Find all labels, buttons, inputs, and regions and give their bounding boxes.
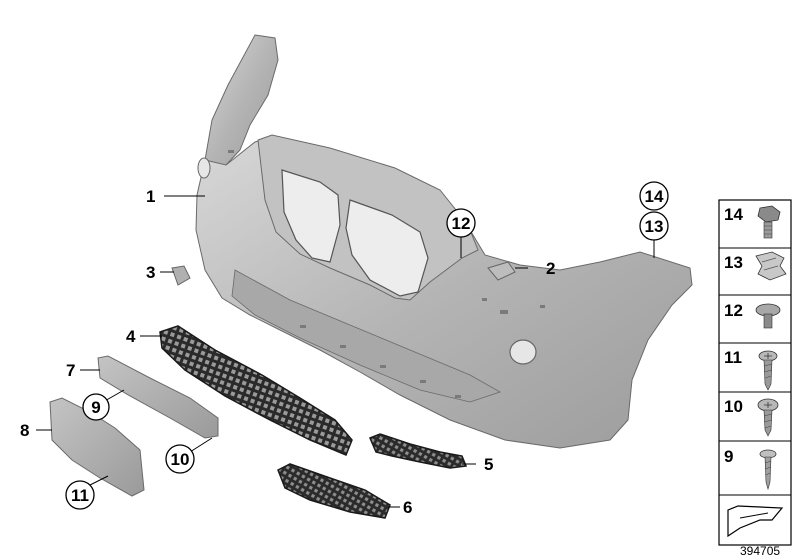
callout-4: 4 [126,327,136,346]
callout-7: 7 [66,361,75,380]
lower-center-grille [159,325,353,456]
lower-side-grille [277,463,391,519]
fastener-row-10: 10 [724,397,779,437]
callout-1: 1 [146,187,155,206]
svg-text:7: 7 [66,361,75,380]
svg-text:12: 12 [452,214,471,233]
svg-text:12: 12 [724,301,743,320]
callout-9: 9 [82,393,110,421]
svg-text:1: 1 [146,187,155,206]
fastener-row-14: 14 [724,205,781,239]
svg-text:11: 11 [71,486,89,505]
flat-arrow-icon [727,505,784,538]
torx-screw-icon [758,350,778,391]
self-tapping-screw-icon [759,449,777,491]
front-bumper-cover [195,34,693,449]
clip-nut-icon [755,251,787,281]
torx-screw-icon [757,398,779,437]
callout-3: 3 [146,263,155,282]
svg-text:4: 4 [126,327,136,346]
callout-8: 8 [20,421,29,440]
fastener-row-11: 11 [724,348,778,391]
svg-text:10: 10 [724,397,743,416]
callout-6: 6 [403,498,412,517]
fastener-row-13: 13 [724,251,787,281]
expanding-rivet-icon [755,303,781,329]
reference-number: 394705 [740,544,780,558]
lower-side-trim [369,433,468,469]
svg-text:11: 11 [724,348,742,367]
hex-bolt-icon [757,205,781,239]
svg-text:5: 5 [484,455,493,474]
callout-11: 11 [65,480,95,510]
plug-cap [171,265,191,286]
tow-hook-cover [487,261,516,281]
leader-lines [36,195,655,508]
callout-13: 13 [639,211,669,241]
svg-text:13: 13 [645,217,664,236]
callout-12: 12 [446,208,476,238]
svg-text:2: 2 [546,259,555,278]
svg-text:14: 14 [724,205,743,224]
svg-text:8: 8 [20,421,29,440]
callout-2: 2 [546,259,555,278]
svg-text:9: 9 [91,398,100,417]
callout-5: 5 [484,455,493,474]
svg-text:3: 3 [146,263,155,282]
svg-text:6: 6 [403,498,412,517]
fastener-row-9: 9 [724,447,777,491]
license-plate-bracket [97,355,219,439]
svg-text:13: 13 [724,253,743,272]
svg-text:10: 10 [171,450,190,469]
callout-14: 14 [639,181,669,211]
callout-10: 10 [165,444,195,474]
svg-text:14: 14 [645,187,664,206]
license-plate-base [49,397,145,497]
fastener-panel: 14 13 12 11 [718,199,792,546]
fastener-row-12: 12 [724,301,781,329]
svg-text:9: 9 [724,447,733,466]
